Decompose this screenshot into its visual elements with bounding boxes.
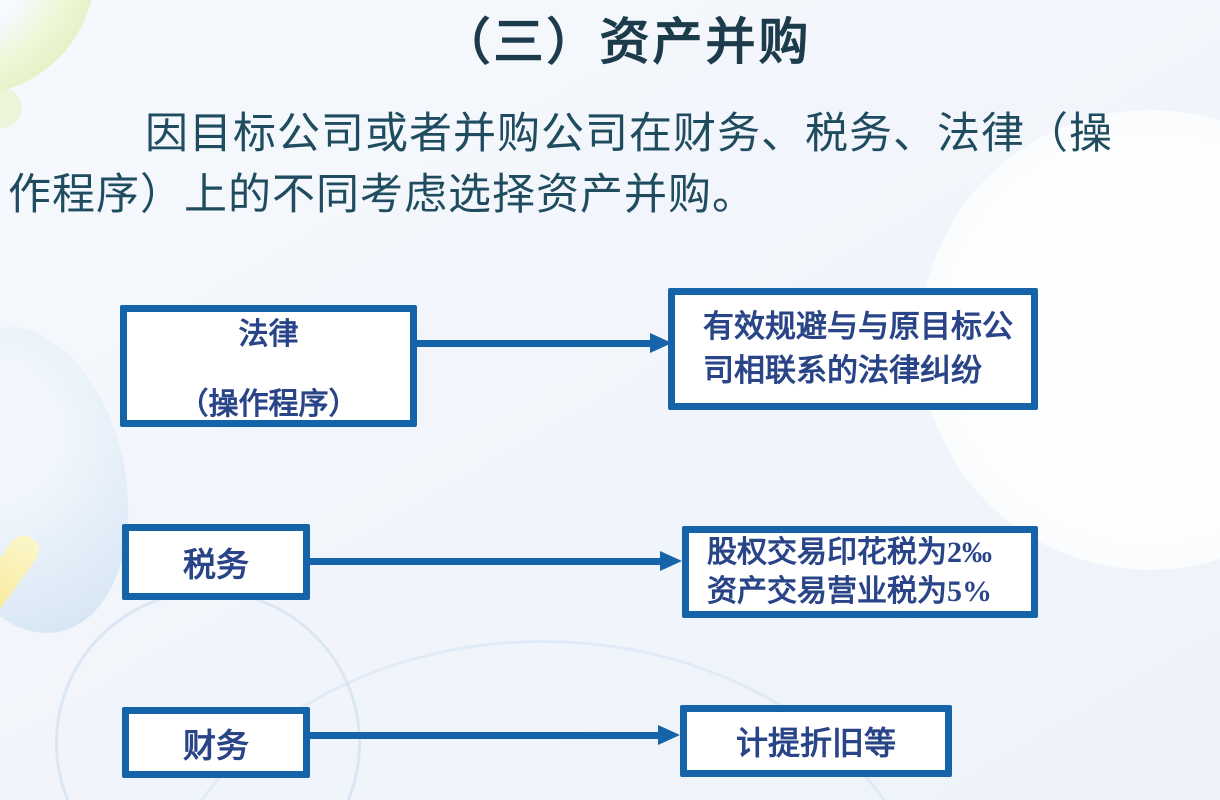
- finance-box-line-1: 财务: [183, 728, 249, 765]
- law-result-box: 有效规避与与原目标公 司相联系的法律纠纷: [668, 288, 1038, 410]
- arrow-right-icon-tax: [660, 551, 682, 571]
- arrow-right-connector-law: [417, 340, 655, 347]
- arrow-right-connector-tax: [310, 558, 662, 565]
- finance-result-line-1: 计提折旧等: [735, 725, 896, 761]
- tax-result-box: 股权交易印花税为2‰ 资产交易营业税为5%: [682, 526, 1038, 618]
- law-box: 法律 （操作程序）: [120, 305, 417, 427]
- law-result-line-1: 有效规避与与原目标公: [703, 309, 1013, 344]
- law-result-line-2: 司相联系的法律纠纷: [703, 353, 982, 388]
- tax-result-line-1: 股权交易印花税为2‰: [707, 536, 992, 569]
- law-box-line-2: （操作程序）: [178, 388, 359, 421]
- arrow-right-icon-law: [650, 333, 672, 353]
- finance-box: 财务: [122, 707, 310, 778]
- law-box-line-1: 法律: [238, 318, 299, 351]
- intro-paragraph-line-1: 因目标公司或者并购公司在财务、税务、法律（操: [145, 111, 1113, 158]
- intro-paragraph: 因目标公司或者并购公司在财务、税务、法律（操 作程序）上的不同考虑选择资产并购。: [8, 104, 1212, 226]
- slide-title: （三）资产并购: [440, 14, 812, 70]
- tax-result-line-2: 资产交易营业税为5%: [707, 575, 992, 608]
- tax-box-line-1: 税务: [183, 548, 249, 584]
- arrow-right-connector-finance: [310, 732, 660, 739]
- finance-result-box: 计提折旧等: [680, 705, 952, 777]
- decoration-yellow-streak: [0, 529, 45, 635]
- intro-paragraph-line-2: 作程序）上的不同考虑选择资产并购。: [8, 172, 756, 219]
- arrow-right-icon-finance: [658, 725, 680, 745]
- tax-box: 税务: [122, 524, 310, 600]
